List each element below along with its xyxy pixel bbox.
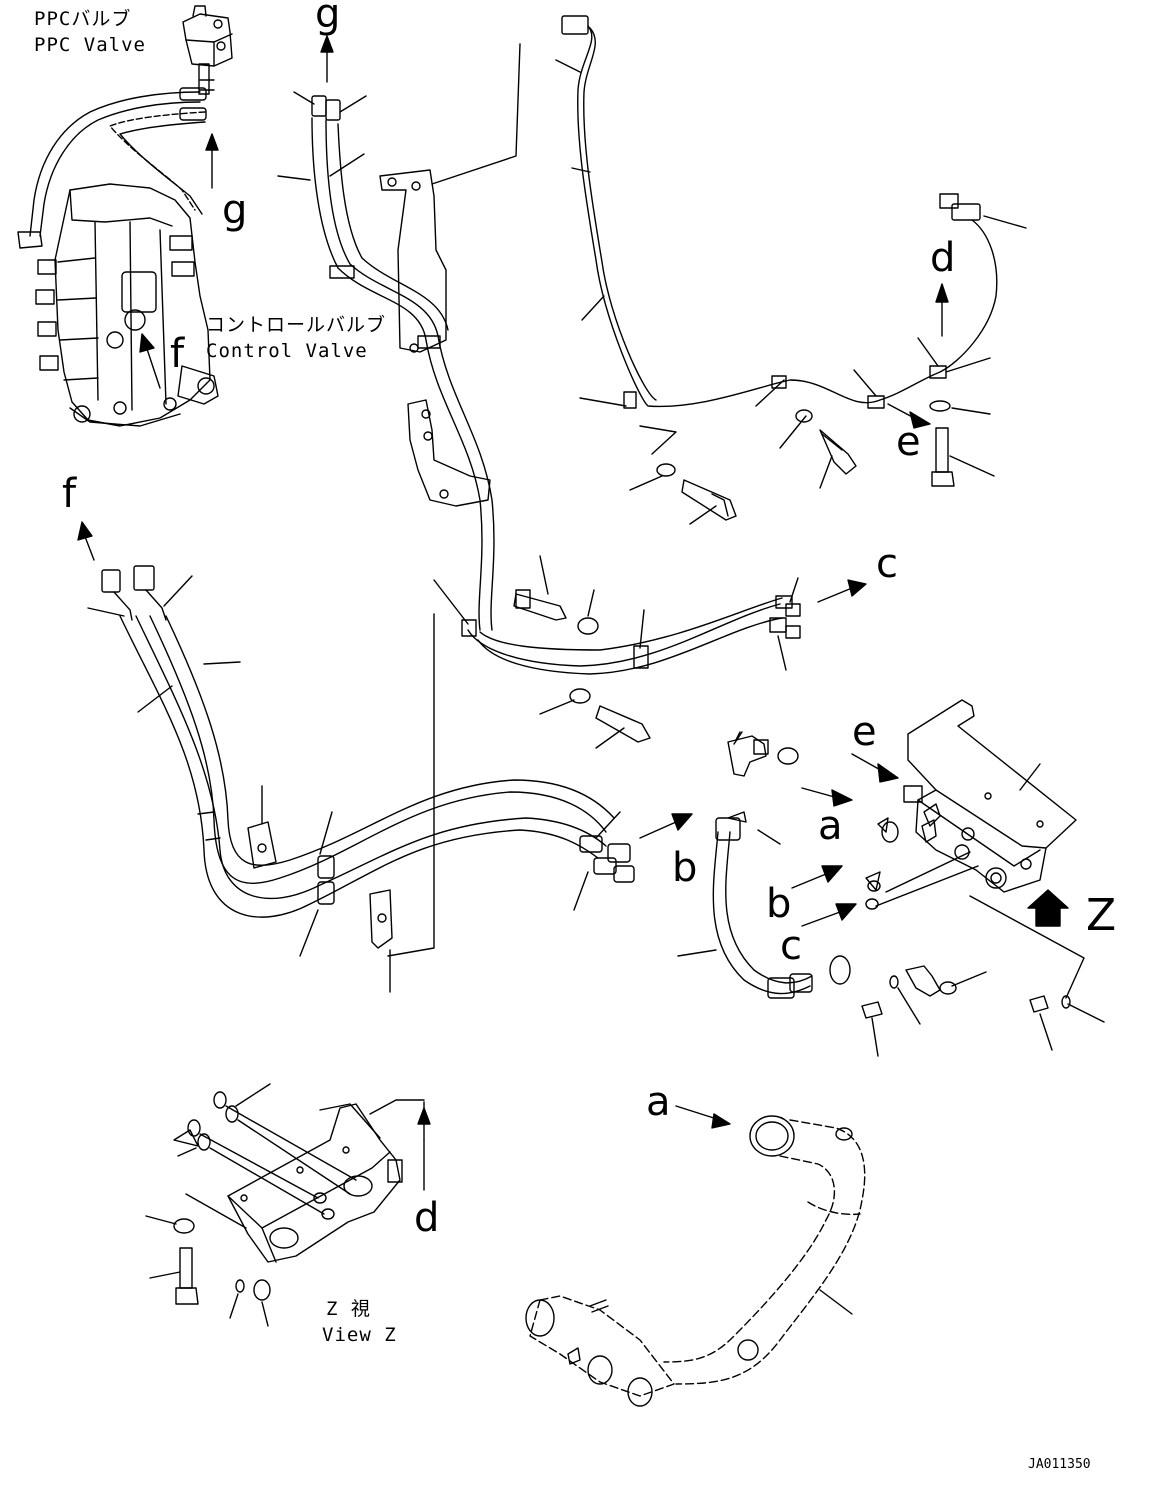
arrow-e-right <box>887 403 931 429</box>
arrow-f-control <box>139 333 161 389</box>
mounting-bracket-top <box>379 169 447 353</box>
callout-a-bottom: a <box>646 1079 671 1125</box>
callout-c-right: c <box>876 541 898 587</box>
ppc-valve-label-jp: PPCバルブ <box>34 8 132 30</box>
fittings-orings <box>677 731 1105 1057</box>
callout-b-right: b <box>766 881 792 927</box>
control-valve-assembly <box>17 183 219 427</box>
callout-c-middle: c <box>780 923 802 969</box>
arrow-b-right <box>791 865 843 889</box>
arrow-view-z <box>1027 889 1069 927</box>
hose-run-middle <box>387 577 801 957</box>
arrow-g-left <box>205 133 219 189</box>
callout-a-middle: a <box>818 803 843 849</box>
view-z-label-jp: Z 視 <box>326 1298 371 1320</box>
callout-d-right: d <box>930 235 956 281</box>
wire-harness <box>431 15 1027 409</box>
callout-b-middle: b <box>672 845 698 891</box>
bolts-washers-top <box>629 337 995 525</box>
arrow-a-middle <box>801 787 853 807</box>
view-z-label-en: View Z <box>322 1324 397 1346</box>
control-valve-label-en: Control Valve <box>206 340 368 362</box>
bolts-middle <box>513 555 651 749</box>
callout-f-control: f <box>170 331 185 377</box>
callout-e-middle: e <box>852 709 877 755</box>
callout-d-bottom: d <box>414 1195 440 1241</box>
callout-view-z: Z <box>1086 890 1117 941</box>
callout-f-hoses: f <box>62 471 77 517</box>
arrow-c-right <box>817 579 867 603</box>
pipe-assembly-bottom <box>525 1105 866 1407</box>
arrow-c-middle <box>801 903 857 927</box>
hose-clamps <box>247 785 393 993</box>
ppc-hoses <box>29 87 207 237</box>
hydraulic-manifold-block <box>903 699 1077 893</box>
callout-e-right: e <box>896 419 921 465</box>
callout-g-left: g <box>222 187 248 233</box>
drawing-code: JA011350 <box>1028 1457 1091 1472</box>
callout-g-top: g <box>315 0 341 37</box>
mounting-bracket-mid <box>407 399 491 507</box>
control-valve-label-jp: コントロールバルブ <box>206 314 387 336</box>
arrow-d-right <box>935 283 949 337</box>
arrow-e-middle <box>851 753 899 783</box>
ppc-valve-label-en: PPC Valve <box>34 34 146 56</box>
ppc-valve-assembly <box>182 5 233 95</box>
arrow-b-middle <box>639 813 693 839</box>
hose-bundle-f <box>77 521 635 957</box>
view-z-assembly <box>145 1083 431 1327</box>
